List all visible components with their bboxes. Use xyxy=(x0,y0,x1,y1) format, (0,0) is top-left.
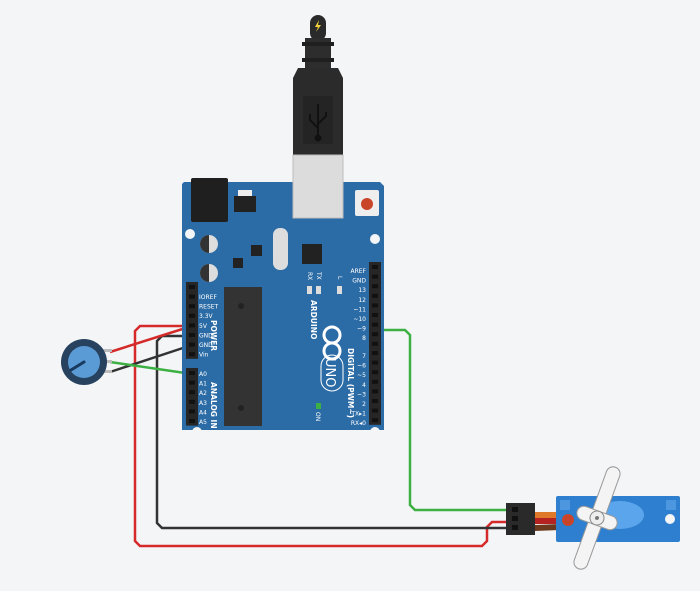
pin-socket[interactable] xyxy=(372,332,378,337)
pin-socket[interactable] xyxy=(189,371,195,375)
pin-label: 4 xyxy=(362,382,366,389)
pin-socket[interactable] xyxy=(372,370,378,375)
pot-knob-indicator[interactable] xyxy=(69,360,86,372)
pin-label: GND xyxy=(352,278,366,285)
arduino-logo xyxy=(322,325,342,361)
pin-socket[interactable] xyxy=(189,323,195,328)
servo-connector[interactable] xyxy=(506,503,535,535)
pin-socket[interactable] xyxy=(189,419,195,423)
pin-socket[interactable] xyxy=(372,408,378,413)
pin-socket[interactable] xyxy=(372,341,378,346)
board-brand: ARDUINO xyxy=(309,300,318,339)
pin-socket[interactable] xyxy=(189,352,195,357)
board-model: UNO xyxy=(322,358,337,387)
pin-label: GND xyxy=(199,342,213,349)
pin-label: 8 xyxy=(362,335,366,342)
pin-socket[interactable] xyxy=(372,313,378,317)
wire-5v-red[interactable] xyxy=(133,324,508,548)
pin-socket[interactable] xyxy=(372,284,378,289)
pin-label: 13 xyxy=(358,287,366,294)
pin-socket[interactable] xyxy=(372,265,378,269)
pin-label: A5 xyxy=(199,419,207,426)
led-label-l: L xyxy=(336,276,343,280)
pin-socket[interactable] xyxy=(189,342,195,347)
pin-label: AREF xyxy=(350,268,366,275)
lightning-icon xyxy=(315,20,321,32)
potentiometer[interactable] xyxy=(61,339,112,385)
pin-label: A1 xyxy=(199,381,207,388)
usb-icon xyxy=(309,104,327,142)
wire-pot-gnd[interactable] xyxy=(109,343,193,374)
pin-label: Vin xyxy=(199,352,209,359)
pin-socket[interactable] xyxy=(189,409,195,414)
pin-label: A4 xyxy=(199,409,207,416)
wire-gnd-black[interactable] xyxy=(155,334,508,530)
pin-label: 12 xyxy=(358,297,366,304)
usb-b-port xyxy=(292,154,344,219)
pin-socket[interactable] xyxy=(372,389,378,394)
pin-socket[interactable] xyxy=(372,351,378,355)
pin-socket[interactable] xyxy=(372,274,378,279)
pin-socket[interactable] xyxy=(189,294,195,299)
pin-label: A2 xyxy=(199,390,207,397)
servo-horn[interactable] xyxy=(559,460,635,576)
wires xyxy=(109,324,508,548)
wire-pin9-green[interactable] xyxy=(376,328,508,512)
pin-label: ~6 xyxy=(357,363,366,370)
pin-socket[interactable] xyxy=(372,293,378,298)
usb-cable[interactable] xyxy=(293,15,343,155)
pin-label: 7 xyxy=(362,353,366,360)
pin-socket[interactable] xyxy=(372,322,378,327)
pin-socket[interactable] xyxy=(372,418,378,423)
analog-label: ANALOG IN xyxy=(209,382,218,429)
servo-motor[interactable] xyxy=(506,460,680,576)
pin-label: ~10 xyxy=(353,316,366,323)
arduino-uno-board[interactable]: ARDUINO UNO ON POWER ANALOG IN DIGITAL (… xyxy=(182,154,384,437)
pin-label: 5V xyxy=(199,323,208,330)
pin-label: ~3 xyxy=(357,391,366,398)
led-label-rx: RX xyxy=(306,272,313,280)
pin-label: RX◂0 xyxy=(351,420,366,427)
wire-pot-5v[interactable] xyxy=(109,324,193,354)
pin-socket[interactable] xyxy=(189,285,195,289)
pin-label: 2 xyxy=(362,401,366,408)
pin-label: ~11 xyxy=(353,306,366,313)
atmega-chip xyxy=(224,287,262,426)
pin-socket[interactable] xyxy=(189,313,195,318)
power-header xyxy=(186,282,198,359)
reset-button[interactable] xyxy=(361,198,373,210)
pin-socket[interactable] xyxy=(189,304,195,309)
digital-label: DIGITAL (PWM~) xyxy=(346,348,355,418)
pin-socket[interactable] xyxy=(372,399,378,403)
analog-header xyxy=(186,368,198,426)
pin-label: ~5 xyxy=(357,372,366,379)
on-label: ON xyxy=(314,412,321,421)
pin-label: GND xyxy=(199,332,213,339)
pin-socket[interactable] xyxy=(372,303,378,308)
pin-label: ~9 xyxy=(357,326,366,333)
pin-label: A3 xyxy=(199,400,207,407)
pin-socket[interactable] xyxy=(189,390,195,395)
pin-label: A0 xyxy=(199,371,207,378)
pin-socket[interactable] xyxy=(372,360,378,365)
dc-power-jack xyxy=(191,178,228,222)
pin-socket[interactable] xyxy=(189,333,195,337)
wire-pot-a0[interactable] xyxy=(109,360,193,376)
pin-label: 3.3V xyxy=(199,313,214,320)
pin-socket[interactable] xyxy=(372,379,378,384)
power-label: POWER xyxy=(209,320,218,351)
led-label-tx: TX xyxy=(315,271,322,280)
pin-socket[interactable] xyxy=(189,380,195,385)
digital-header-bottom xyxy=(369,348,381,425)
pin-label: RESET xyxy=(199,304,219,311)
pin-label: IOREF xyxy=(199,294,217,301)
pin-label: TX▸1 xyxy=(350,411,366,418)
pin-socket[interactable] xyxy=(189,399,195,404)
